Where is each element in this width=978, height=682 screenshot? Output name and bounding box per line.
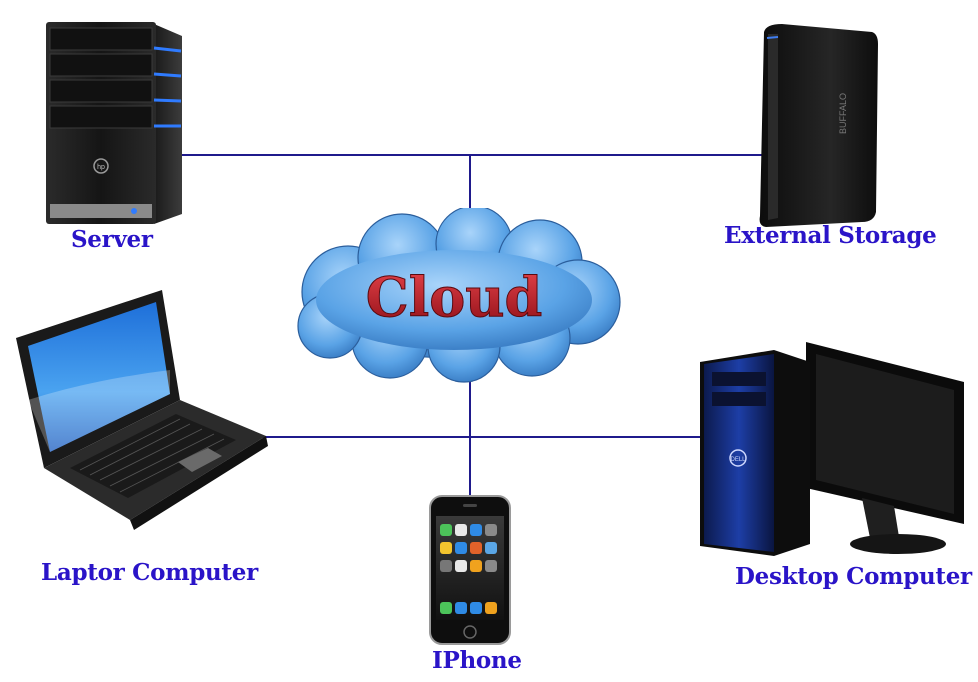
iphone-icon xyxy=(429,495,511,645)
cloud-shape: Cloud xyxy=(297,208,621,383)
iphone-label: IPhone xyxy=(432,647,522,674)
external-storage-label: External Storage xyxy=(724,222,937,249)
desktop-computer-label: Desktop Computer xyxy=(735,563,972,590)
laptop-label: Laptor Computer xyxy=(41,559,258,586)
cloud-label: Cloud xyxy=(366,265,543,329)
desktop-computer-icon: DELL xyxy=(700,342,964,556)
laptop-icon xyxy=(16,290,268,530)
server-icon: hp xyxy=(46,22,182,224)
desktop-brand-text: DELL xyxy=(730,457,746,463)
svg-text:hp: hp xyxy=(97,164,105,171)
external-storage-icon: BUFFALO xyxy=(759,24,878,227)
storage-brand-text: BUFFALO xyxy=(838,93,848,134)
server-label: Server xyxy=(71,226,153,253)
